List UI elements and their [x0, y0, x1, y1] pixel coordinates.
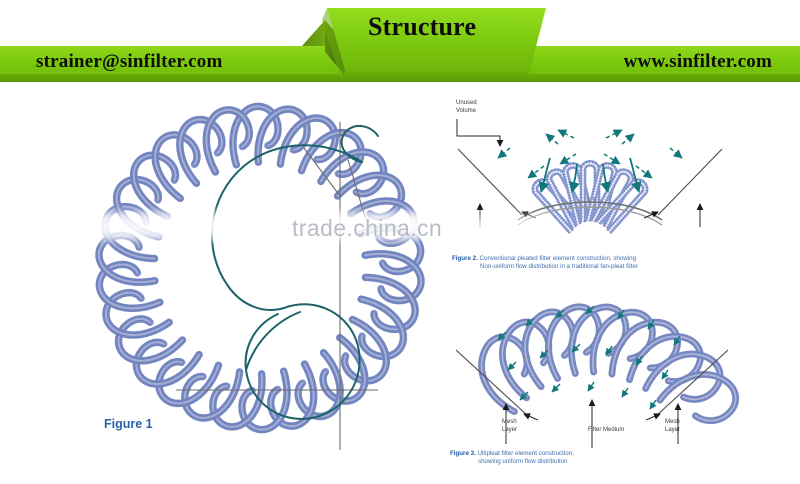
- figure1-diagram: [78, 100, 438, 450]
- figure2-downflow-arrows: [538, 157, 642, 193]
- mesh-left-line1: Mesh: [502, 419, 517, 425]
- figure3-flow-arrows: [497, 305, 681, 410]
- figure2-unused-volume-label: Unused Volume: [456, 100, 477, 115]
- figure3-filter-medium-label: Filter Medium: [588, 427, 625, 433]
- figure3-caption-line1: Ultipleat filter element construction,: [477, 450, 574, 457]
- figure2-unused-volume-leader: [456, 119, 504, 147]
- header-banner-graphic: [0, 8, 800, 82]
- figure2-flow-arrows: [497, 129, 683, 179]
- diagram-area: Figure 1: [0, 92, 800, 484]
- figure3-caption-line2: showing uniform flow distribution: [478, 458, 568, 466]
- website-url[interactable]: www.sinfilter.com: [623, 51, 772, 72]
- figure3-mesh-layer-left-label: Mesh Layer: [502, 419, 517, 434]
- page-title: Structure: [368, 12, 477, 41]
- figure1-construction-curves: [211, 125, 379, 420]
- contact-email[interactable]: strainer@sinfilter.com: [36, 51, 223, 72]
- unused-volume-line1: Unused: [456, 100, 477, 106]
- figure3-caption: Figure 3. Ultipleat filter element const…: [450, 450, 574, 467]
- figure3-mesh-layer-right-label: Mesh Layer: [665, 419, 680, 434]
- figure2-pleat-fan: [532, 163, 648, 231]
- page-header: Structure strainer@sinfilter.com www.sin…: [0, 0, 800, 92]
- mesh-left-line2: Layer: [502, 426, 518, 433]
- figure1-pleat-ring: [97, 105, 423, 431]
- figure3-label-leaders: [502, 399, 682, 448]
- figure2-boundary-lines: [457, 148, 723, 216]
- figure2-caption-line2: Non-uniform flow distribution in a tradi…: [480, 263, 638, 271]
- mesh-right-line1: Mesh: [665, 419, 680, 425]
- figure1-label: Figure 1: [104, 417, 153, 431]
- figure3-caption-prefix: Figure 3.: [450, 450, 476, 457]
- figure3-boundary-lines: [455, 349, 729, 417]
- unused-volume-line2: Volume: [456, 107, 477, 114]
- figure3-diagram: [455, 288, 742, 448]
- figure2-caption-line1: Conventional pleated filter element cons…: [479, 255, 637, 262]
- mesh-right-line2: Layer: [665, 426, 681, 433]
- figure2-caption-prefix: Figure 2.: [452, 255, 478, 262]
- figure2-diagram: [456, 119, 723, 262]
- figure2-caption: Figure 2. Conventional pleated filter el…: [452, 255, 638, 272]
